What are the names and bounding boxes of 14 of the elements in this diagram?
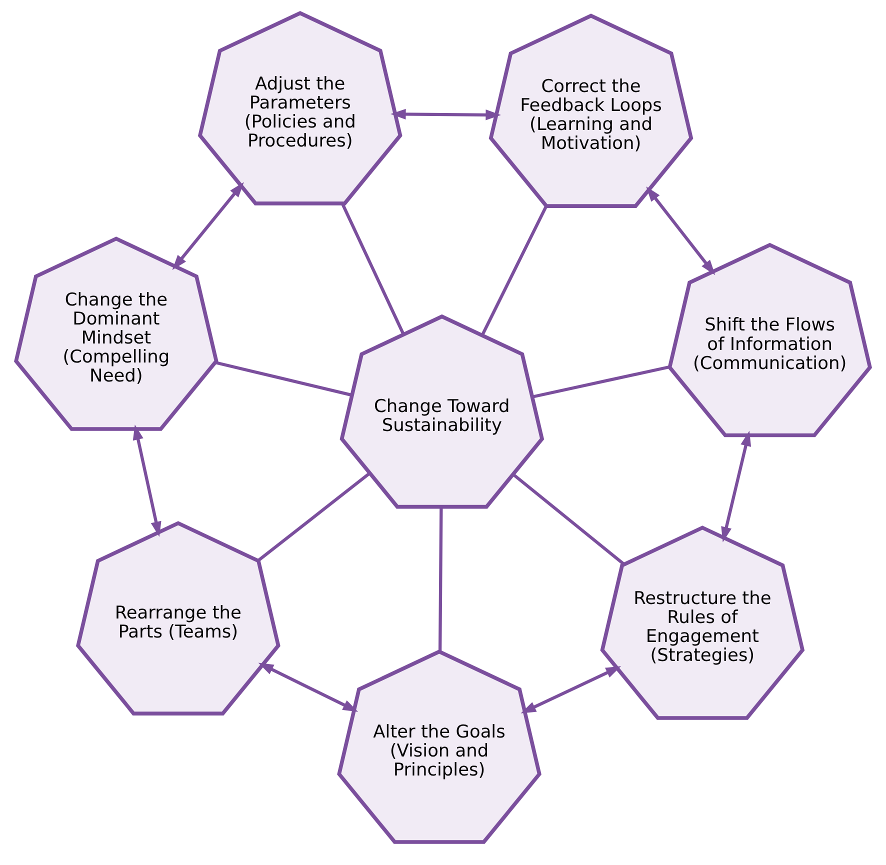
arrow bbox=[646, 186, 716, 276]
arrow bbox=[721, 430, 752, 542]
arrow bbox=[258, 662, 358, 712]
arrow bbox=[132, 424, 162, 537]
connector bbox=[340, 203, 405, 335]
arrow bbox=[390, 108, 501, 120]
connector bbox=[512, 473, 625, 566]
arrow bbox=[172, 182, 244, 270]
connector bbox=[480, 206, 548, 336]
connector bbox=[214, 360, 352, 397]
connector bbox=[257, 472, 370, 562]
connector bbox=[438, 506, 443, 652]
connector bbox=[532, 365, 670, 398]
arrow bbox=[520, 666, 622, 714]
